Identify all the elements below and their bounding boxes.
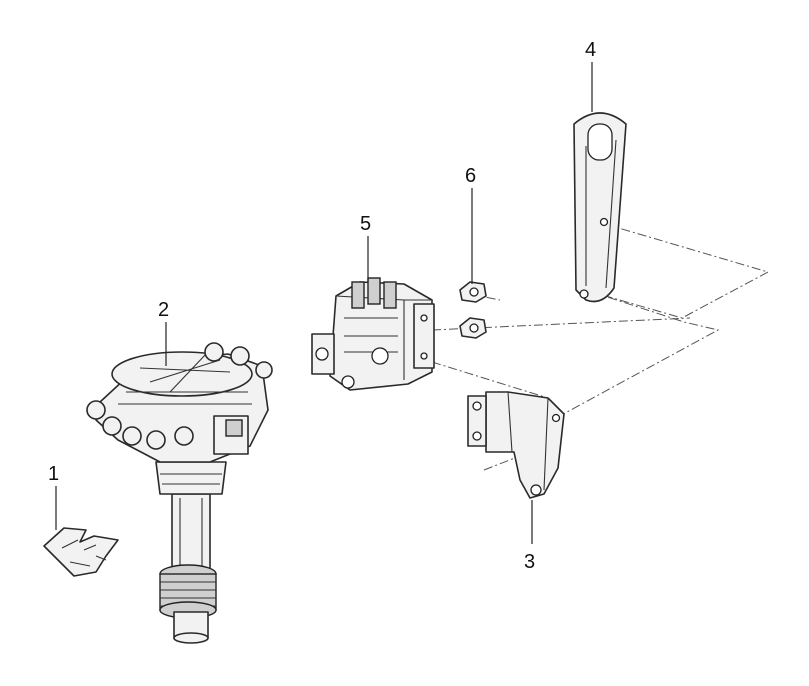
callout-1: 1 (48, 463, 59, 485)
leader-lines (55, 62, 593, 544)
part-3-bracket (467, 391, 565, 499)
callout-2: 2 (158, 299, 169, 321)
callout-5: 5 (360, 213, 371, 235)
callout-3: 3 (524, 551, 535, 573)
callout-6: 6 (465, 165, 476, 187)
part-2-distributor (86, 342, 273, 644)
callout-4: 4 (585, 39, 596, 61)
part-4-bracket (573, 112, 627, 303)
callout-labels: 1 2 3 4 5 6 (48, 39, 596, 573)
part-1-clip (43, 527, 119, 577)
part-5-coil-assembly (311, 277, 435, 391)
part-6-bolts (459, 281, 487, 339)
